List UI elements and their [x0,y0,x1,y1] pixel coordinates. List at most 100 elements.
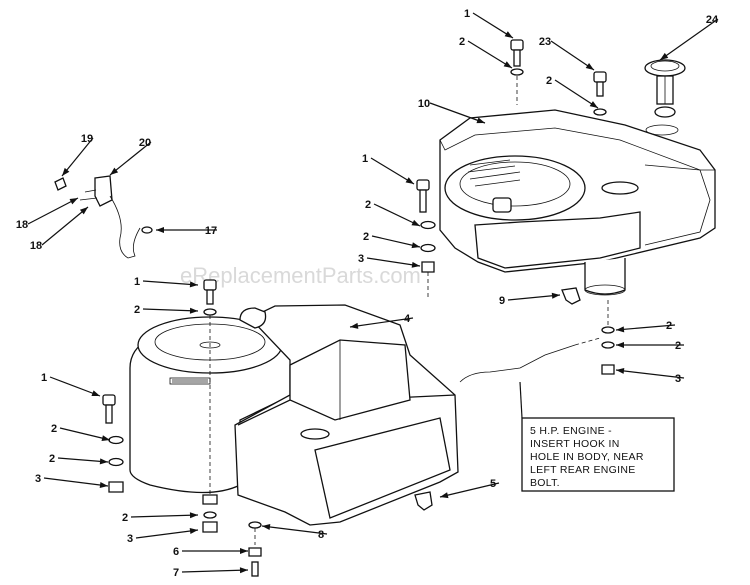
callout-label-1: 1 [134,276,140,288]
callout-label-3: 3 [35,473,41,485]
leader-arrowhead [101,435,110,442]
callout-label-2: 2 [134,304,140,316]
leader-arrowhead [156,227,164,233]
leader-line [130,514,199,518]
callout-label-2: 2 [666,320,672,332]
leader-arrowhead [91,390,100,396]
leader-line [41,206,89,246]
leader-line [109,141,152,176]
callout-label-18: 18 [16,219,28,231]
bolt-top-left [510,39,524,105]
callout-label-2: 2 [49,453,55,465]
callout-label-2: 2 [675,340,681,352]
callout-label-3: 3 [358,253,364,265]
callout-label-1: 1 [41,372,47,384]
callout-label-2: 2 [365,199,371,211]
leader-line [43,477,109,487]
leader-arrowhead [99,458,108,465]
leader-arrowhead [411,219,420,226]
watermark-text: eReplacementParts.com [180,263,421,288]
leader-arrowhead [240,548,248,554]
leader-arrowhead [411,242,420,249]
leader-line [373,203,421,227]
leader-line [615,369,685,379]
leader-arrowhead [99,482,108,488]
leader-line [135,529,199,539]
callout-label-17: 17 [205,225,217,237]
fuel-gauge-assembly [644,59,686,136]
lower-tank-assembly [102,279,459,577]
leader-arrowhead [476,117,485,124]
note-line: 5 H.P. ENGINE - [530,425,612,437]
elbow-fitting-lower [414,491,433,511]
bolt-stack-lower-left [102,394,124,493]
leader-arrowhead [411,261,420,268]
leader-arrowhead [189,528,198,534]
leader-line [181,569,249,573]
leader-line [507,294,561,301]
note-line: INSERT HOOK IN [530,438,620,450]
callout-label-8: 8 [318,529,324,541]
callout-label-10: 10 [418,98,430,110]
leader-line [550,40,595,71]
callout-label-5: 5 [490,478,496,490]
leader-line [429,102,486,124]
leader-arrowhead [551,292,560,299]
leader-line [261,525,328,535]
note-line: BOLT. [530,477,560,489]
callout-label-23: 23 [539,36,551,48]
callout-label-2: 2 [51,423,57,435]
leader-line [439,482,500,498]
leader-line [467,40,513,69]
leader-arrowhead [660,52,669,60]
callout-label-9: 9 [499,295,505,307]
washer-nut-stack-right [601,300,615,375]
bolt-stack-mid [416,179,436,300]
elbow-fitting-upper [561,287,581,305]
note-line: LEFT REAR ENGINE [530,464,636,476]
upper-tank-cap [492,197,512,213]
gauge-gasket-ring [645,124,679,136]
leader-line [370,157,415,185]
leader-arrowhead [405,177,414,184]
leader-arrowhead [503,61,512,68]
leader-arrowhead [616,367,625,374]
leader-arrowhead [616,326,625,333]
callout-label-2: 2 [363,231,369,243]
leader-line [49,376,101,397]
leader-arrowhead [350,322,359,329]
leader-arrowhead [189,281,198,288]
leader-arrowhead [189,512,198,519]
leader-arrowhead [62,167,70,176]
bolt-top-right [593,71,607,116]
upper-tank-neck [584,258,626,295]
leader-lines [27,12,719,574]
leader-arrowhead [110,167,119,175]
leader-arrowhead [585,63,594,70]
leader-line [27,197,79,225]
leader-line [57,457,109,463]
lower-tank-cap [300,428,330,440]
leader-line [366,257,421,267]
callout-label-18: 18 [30,240,42,252]
leader-line [659,18,719,61]
leader-line [142,280,199,286]
leader-line [615,324,676,331]
callout-label-7: 7 [173,567,179,579]
leader-arrowhead [189,307,198,314]
callout-label-2: 2 [122,512,128,524]
callout-label-1: 1 [464,8,470,20]
leader-arrowhead [440,492,449,499]
leader-line [59,427,111,441]
callout-label-24: 24 [706,14,719,26]
callout-label-2: 2 [546,75,552,87]
leader-arrowhead [69,198,78,205]
callout-label-3: 3 [127,533,133,545]
leader-arrowhead [504,31,513,38]
leader-arrowhead [239,567,248,574]
note-line: HOLE IN BODY, NEAR [530,451,644,463]
callout-label-19: 19 [81,133,93,145]
